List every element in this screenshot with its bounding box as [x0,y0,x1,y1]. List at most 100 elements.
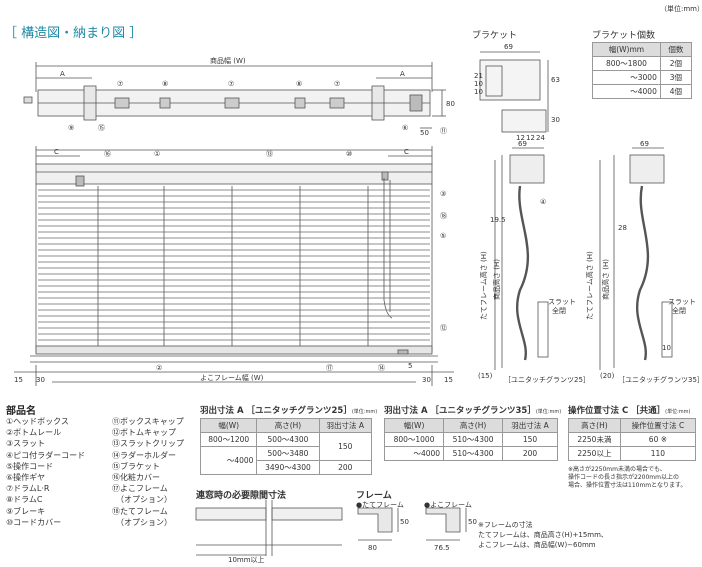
list-item: ⑦ドラムL·R [6,484,50,494]
callout-10: ⑩ [346,150,352,158]
bracket-dim-10: 10 [474,80,483,88]
callout-11: ⑪ [440,127,447,135]
side25-width: 69 [518,140,527,148]
side35-slat: スラット [668,298,696,306]
callout-12: ⑫ [440,324,447,332]
dim-c-left: C [54,148,59,156]
bracket-dim-12: 12 [526,134,535,142]
list-item: ⑥操作ギヤ [6,473,46,483]
frame-note: ※フレームの寸法 たてフレームは、商品高さ(H)+15mm、 よこフレームは、商… [478,521,608,549]
side25-slat-closed: 全閉 [552,306,566,315]
list-item: ⑬スラットクリップ [112,439,184,449]
table-a35-title: 羽出寸法 A ［ユニタッチグランツ35］(単位:mm) [384,406,562,416]
list-item: ⑭ラダーホルダー [112,450,176,460]
dim-a-right: A [400,70,405,78]
dim-15-right: 15 [444,376,453,384]
bracket-dim-69: 69 [504,43,513,51]
callout-5: ⑤ [440,232,446,240]
side25-slat: スラット [548,298,576,306]
table-a25-title: 羽出寸法 A ［ユニタッチグランツ25］(単位:mm) [200,406,378,416]
parts-list-2: ⑪ボックスキャップ ⑫ボトムキャップ ⑬スラットクリップ ⑭ラダーホルダー ⑮ブ… [112,416,202,528]
dim-80: 80 [446,100,455,108]
callout-16: ⑯ [104,150,111,158]
list-item: ⑱たてフレーム [112,506,168,516]
callout-13: ⑬ [266,150,273,158]
list-item: （オプション） [112,517,172,527]
product-width-label: 商品幅 (W) [210,56,246,65]
side35-dim-20: (20) [600,372,615,380]
callout-2: ② [156,364,162,372]
callout-8: ⑧ [296,80,302,88]
callout-15: ⑮ [98,124,105,132]
side35-slat-closed: 全閉 [672,306,686,315]
bracket-dim-63: 63 [551,76,560,84]
callout-6: ⑥ [402,124,408,132]
callout-9: ⑨ [68,124,74,132]
frame-title: フレーム [356,491,392,501]
callout-18: ⑱ [440,212,447,220]
dim-50: 50 [420,129,429,137]
list-item: （オプション） [112,495,172,505]
list-item: ⑪ボックスキャップ [112,417,184,426]
horizontal-frame-label: ●よこフレーム [424,501,472,509]
dim-30-left: 30 [36,376,45,384]
v-frame-dim-50: 50 [400,518,409,526]
side35-product-height: 商品高さ (H) [601,259,610,300]
list-item: ④ピコ付ラダーコード [6,450,86,460]
side35-label: ［ユニタッチグランツ35］ [618,375,702,384]
callout-7: ⑦ [228,80,234,88]
h-frame-dim-50: 50 [468,518,477,526]
bracket-dim-10: 10 [474,88,483,96]
unit-note: （単位:mm） [660,5,702,13]
callout-8: ⑧ [162,80,168,88]
bracket-dim-12: 12 [516,134,525,142]
list-item: ②ボトムレール [6,428,62,438]
side35-dim-28: 28 [618,224,627,232]
bracket-dim-21: 21 [474,72,483,80]
gap-title: 連窓時の必要隙間寸法 [196,491,287,501]
list-item: ③スラット [6,439,46,449]
table-c-note: ※高さが2250mm未満の場合でも、 操作コードの長さ指示が2200mm以上の … [568,466,687,489]
side25-product-height: 商品高さ (H) [492,259,501,300]
side35-dim-10: 10 [662,344,671,352]
list-item: ⑯化粧カバー [112,473,160,483]
side35-frame-height: たてフレーム高さ (H) [585,251,594,320]
v-frame-dim-80: 80 [368,544,377,552]
side-frame-width-label: よこフレーム幅 (W) [200,373,264,382]
callout-7: ⑦ [117,80,123,88]
callout-7: ⑦ [334,80,340,88]
side25-dim-19: 19.5 [490,216,506,224]
bracket-dim-30: 30 [551,116,560,124]
side35-width: 69 [640,140,649,148]
callout-1: ① [154,150,160,158]
dim-30-right: 30 [422,376,431,384]
side25-frame-height: たてフレーム高さ (H) [479,251,488,320]
slats [38,189,430,341]
list-item: ⑤操作コード [6,461,54,471]
dim-c-right: C [404,148,409,156]
dim-5: 5 [408,362,412,370]
dim-15-left: 15 [14,376,23,384]
bracket-count-title: ブラケット個数 [592,31,656,41]
bracket-dim-24: 24 [536,134,545,142]
list-item: ⑧ドラムC [6,495,43,505]
gap-dim: 10mm以上 [228,555,265,564]
list-item: ⑮ブラケット [112,461,160,471]
list-item: ⑫ボトムキャップ [112,428,176,438]
callout-3: ③ [440,190,446,198]
callout-17: ⑰ [326,364,333,372]
side25-callout-4: ④ [540,198,546,206]
list-item: ⑰よこフレーム [112,484,168,494]
